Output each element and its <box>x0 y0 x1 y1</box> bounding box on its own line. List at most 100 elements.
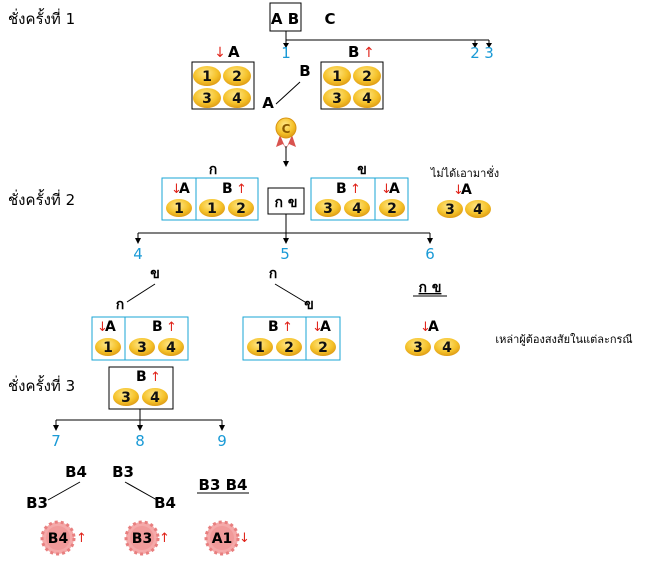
branch-number-6: 6 <box>425 245 435 263</box>
down-arrow-icon: ↓ <box>239 531 250 546</box>
w1-left-coins: 1 2 3 4 <box>193 66 251 108</box>
gold-ingot-icon: 3 <box>437 200 463 218</box>
w1-left-group-label: A <box>228 43 240 61</box>
case1-a-label: A <box>105 319 116 335</box>
tree-b-label: B <box>299 62 310 80</box>
gold-ingot-icon: 4 <box>344 199 370 217</box>
w2-left-b-label: B <box>222 181 233 197</box>
svg-text:4: 4 <box>442 340 452 356</box>
w1-right-coins: 1 2 3 4 <box>323 66 381 108</box>
virus-icon: B4 <box>40 520 76 556</box>
w3-branch-lines <box>55 409 223 428</box>
medal-icon: C <box>275 117 297 149</box>
svg-text:2: 2 <box>236 201 246 217</box>
down-arrow-icon: ↓ <box>420 320 431 335</box>
gold-ingot-icon: 4 <box>142 388 168 406</box>
w2-left-a-label: A <box>179 181 190 197</box>
gold-ingot-icon: 1 <box>95 338 121 356</box>
leaf1-top-label: B4 <box>65 463 87 481</box>
gold-ingot-icon: 3 <box>113 388 139 406</box>
svg-text:2: 2 <box>362 69 372 85</box>
leaf2-top-label: B3 <box>112 463 134 481</box>
gold-ingot-icon: 2 <box>223 66 251 86</box>
c-label: C <box>324 10 335 28</box>
case2-bottom-label: ข <box>304 297 314 313</box>
gold-ingot-icon: 4 <box>353 88 381 108</box>
gold-ingot-icon: 4 <box>465 200 491 218</box>
svg-text:3: 3 <box>332 91 342 107</box>
case1-top-label: ข <box>150 266 160 282</box>
up-arrow-icon: ↑ <box>282 320 293 335</box>
w3-b-label: B <box>136 369 147 385</box>
result-2-label: B3 <box>132 531 152 547</box>
result-1-label: B4 <box>48 531 69 547</box>
down-arrow-icon <box>283 161 289 167</box>
down-arrow-icon: ↓ <box>453 183 464 198</box>
branch-number-3: 3 <box>484 44 494 62</box>
case1-b-label: B <box>152 319 163 335</box>
down-arrow-icon: ↓ <box>214 45 226 61</box>
gold-ingot-icon: 2 <box>353 66 381 86</box>
branch-number-1: 1 <box>281 44 291 62</box>
ab-box <box>269 2 302 32</box>
svg-text:2: 2 <box>232 69 242 85</box>
case1-box <box>91 316 189 361</box>
gold-ingot-icon: 3 <box>315 199 341 217</box>
w2-right-a-label: A <box>389 181 400 197</box>
gold-ingot-icon: 4 <box>223 88 251 108</box>
svg-text:4: 4 <box>473 202 483 218</box>
svg-text:2: 2 <box>387 201 397 217</box>
case2-box <box>242 316 341 361</box>
medal-label: C <box>282 122 291 136</box>
gold-ingot-icon: 3 <box>405 338 431 356</box>
svg-text:1: 1 <box>174 201 184 217</box>
gold-ingot-icon: 1 <box>323 66 351 86</box>
gold-ingot-icon: 2 <box>228 199 254 217</box>
up-arrow-icon: ↑ <box>76 531 87 546</box>
leaf2-bottom-label: B4 <box>154 494 176 512</box>
svg-text:1: 1 <box>207 201 217 217</box>
w1-right-group-label: B <box>348 43 359 61</box>
leaf3-label: B3 B4 <box>199 476 248 494</box>
case2-b-label: B <box>268 319 279 335</box>
virus-icon: A1 <box>204 520 240 556</box>
case1-bottom-label: ก <box>116 297 124 313</box>
down-arrow-icon: ↓ <box>312 320 323 335</box>
svg-text:4: 4 <box>362 91 372 107</box>
w2-branch-lines <box>137 214 431 241</box>
svg-text:4: 4 <box>150 390 160 406</box>
down-arrow-icon: ↓ <box>171 182 182 197</box>
w2-branch-arrows <box>135 238 433 244</box>
gold-ingot-icon: 2 <box>310 338 336 356</box>
w2-left-title: ก <box>209 162 217 178</box>
ab-box-label: A B <box>271 10 299 28</box>
branch-number-8: 8 <box>135 432 145 450</box>
case2-a-label: A <box>320 319 331 335</box>
w2-center-label: ก ข <box>275 195 298 211</box>
svg-text:3: 3 <box>121 390 131 406</box>
gold-ingot-icon: 1 <box>199 199 225 217</box>
w2-right-title: ข <box>357 162 367 178</box>
weighing-1-label: ชั่งครั้งที่ 1 <box>8 8 75 28</box>
not-weighed-label: ไม่ได้เอามาชั่ง <box>430 165 499 180</box>
leaf1-tree-line <box>47 481 81 501</box>
svg-text:4: 4 <box>352 201 362 217</box>
virus-icon: B3 <box>124 520 160 556</box>
case3-label: ก ข <box>419 280 442 296</box>
w2-right-b-label: B <box>336 181 347 197</box>
up-arrow-icon: ↑ <box>236 182 247 197</box>
gold-ingot-icon: 1 <box>166 199 192 217</box>
gold-ingot-icon: 1 <box>247 338 273 356</box>
w1-branch-arrows <box>283 43 492 48</box>
case3-a-label: A <box>428 319 439 335</box>
gold-ingot-icon: 3 <box>193 88 221 108</box>
case1-tree-line <box>126 283 156 303</box>
up-arrow-icon: ↑ <box>159 531 170 546</box>
svg-text:3: 3 <box>202 91 212 107</box>
up-arrow-icon: ↑ <box>350 182 361 197</box>
branch-number-4: 4 <box>133 245 143 263</box>
svg-text:3: 3 <box>413 340 423 356</box>
svg-text:1: 1 <box>255 340 265 356</box>
svg-text:1: 1 <box>332 69 342 85</box>
